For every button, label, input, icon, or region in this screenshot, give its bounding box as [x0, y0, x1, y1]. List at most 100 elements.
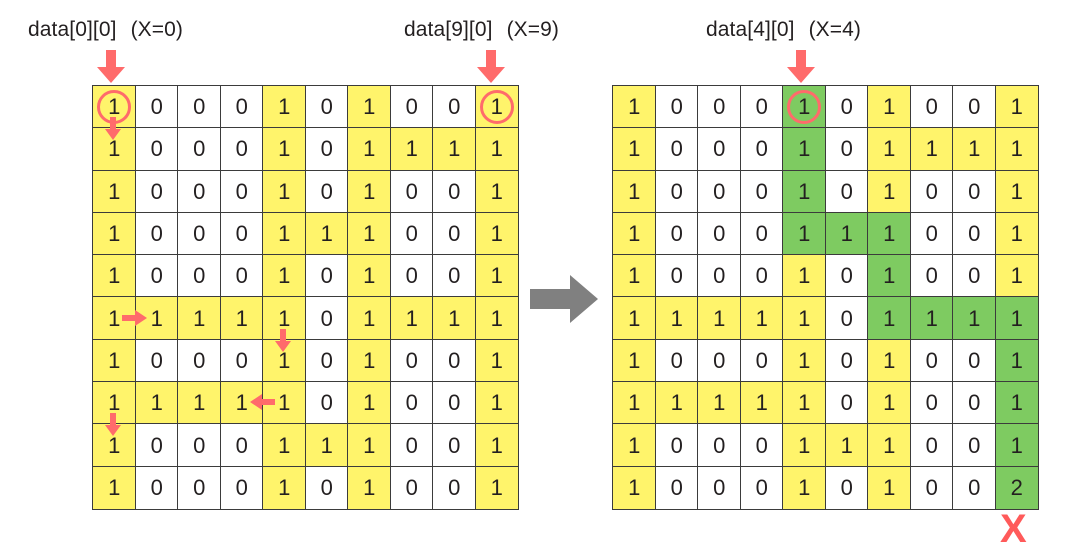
grid-cell[interactable]: 1	[994, 85, 1039, 129]
grid-cell[interactable]: 0	[219, 465, 264, 510]
grid-cell[interactable]: 1	[612, 212, 657, 256]
grid-cell[interactable]: 1	[867, 127, 912, 172]
grid-cell[interactable]: 0	[952, 339, 997, 383]
grid-cell[interactable]: 0	[432, 212, 477, 256]
grid-cell[interactable]: 1	[994, 296, 1039, 341]
grid-cell[interactable]: 1	[612, 339, 657, 383]
grid-cell[interactable]: 0	[697, 169, 742, 214]
grid-cell[interactable]: 0	[824, 254, 869, 299]
grid-cell[interactable]: 1	[262, 465, 307, 510]
grid-cell[interactable]: 0	[654, 339, 699, 383]
grid-cell[interactable]: 1	[347, 127, 392, 172]
grid-cell[interactable]: 1	[92, 339, 137, 383]
grid-cell[interactable]: 0	[739, 465, 784, 510]
grid-cell[interactable]: 1	[474, 254, 519, 299]
grid-cell[interactable]: 1	[92, 296, 137, 341]
grid-cell[interactable]: 0	[654, 127, 699, 172]
grid-cell[interactable]: 0	[304, 339, 349, 383]
grid-cell[interactable]: 0	[389, 465, 434, 510]
grid-cell[interactable]: 1	[347, 254, 392, 299]
grid-cell[interactable]: 1	[389, 127, 434, 172]
grid-cell[interactable]: 0	[952, 169, 997, 214]
grid-cell[interactable]: 1	[347, 296, 392, 341]
grid-cell[interactable]: 1	[739, 296, 784, 341]
grid-cell[interactable]: 0	[739, 212, 784, 256]
grid-cell[interactable]: 1	[134, 381, 179, 426]
grid-cell[interactable]: 1	[994, 169, 1039, 214]
grid-cell[interactable]: 0	[697, 465, 742, 510]
grid-cell[interactable]: 0	[824, 169, 869, 214]
grid-cell[interactable]: 1	[867, 381, 912, 426]
grid-cell[interactable]: 1	[304, 212, 349, 256]
grid-cell[interactable]: 1	[262, 339, 307, 383]
grid-cell[interactable]: 1	[782, 254, 827, 299]
grid-cell[interactable]: 0	[952, 465, 997, 510]
grid-cell[interactable]: 0	[824, 381, 869, 426]
grid-cell[interactable]: 1	[92, 169, 137, 214]
grid-cell[interactable]: 1	[347, 85, 392, 129]
grid-cell[interactable]: 1	[994, 212, 1039, 256]
grid-cell[interactable]: 1	[612, 465, 657, 510]
grid-cell[interactable]: 0	[654, 423, 699, 468]
grid-cell[interactable]: 0	[909, 423, 954, 468]
grid-cell[interactable]: 0	[824, 465, 869, 510]
grid-cell[interactable]: 1	[432, 296, 477, 341]
grid-cell[interactable]: 1	[782, 465, 827, 510]
grid-cell[interactable]: 1	[909, 296, 954, 341]
grid-cell[interactable]: 1	[92, 254, 137, 299]
grid-cell[interactable]: 1	[952, 296, 997, 341]
grid-cell[interactable]: 1	[654, 381, 699, 426]
grid-cell[interactable]: 1	[219, 381, 264, 426]
grid-cell[interactable]: 1	[612, 423, 657, 468]
grid-cell[interactable]: 0	[909, 381, 954, 426]
grid-cell[interactable]: 1	[612, 254, 657, 299]
grid-cell[interactable]: 1	[824, 423, 869, 468]
grid-cell[interactable]: 0	[389, 254, 434, 299]
grid-cell[interactable]: 0	[177, 127, 222, 172]
grid-cell[interactable]: 0	[952, 212, 997, 256]
grid-cell[interactable]: 1	[994, 127, 1039, 172]
grid-cell[interactable]: 1	[474, 127, 519, 172]
grid-cell[interactable]: 1	[994, 381, 1039, 426]
grid-cell[interactable]: 0	[304, 381, 349, 426]
grid-cell[interactable]: 1	[824, 212, 869, 256]
grid-cell[interactable]: 1	[474, 339, 519, 383]
grid-cell[interactable]: 0	[952, 381, 997, 426]
grid-cell[interactable]: 0	[824, 296, 869, 341]
grid-cell[interactable]: 0	[909, 212, 954, 256]
grid-cell[interactable]: 0	[134, 85, 179, 129]
grid-cell[interactable]: 0	[432, 381, 477, 426]
grid-cell[interactable]: 1	[92, 465, 137, 510]
grid-cell[interactable]: 1	[347, 423, 392, 468]
grid-cell[interactable]: 0	[697, 212, 742, 256]
grid-cell[interactable]: 1	[474, 381, 519, 426]
grid-cell[interactable]: 0	[654, 465, 699, 510]
grid-cell[interactable]: 1	[262, 127, 307, 172]
grid-cell[interactable]: 0	[134, 127, 179, 172]
grid-cell[interactable]: 1	[612, 127, 657, 172]
grid-cell[interactable]: 0	[697, 127, 742, 172]
grid-cell[interactable]: 0	[219, 212, 264, 256]
grid-cell[interactable]: 0	[909, 339, 954, 383]
grid-cell[interactable]: 1	[389, 296, 434, 341]
grid-cell[interactable]: 0	[432, 85, 477, 129]
grid-cell[interactable]: 1	[867, 169, 912, 214]
grid-cell[interactable]: 1	[304, 423, 349, 468]
grid-cell[interactable]: 1	[134, 296, 179, 341]
grid-cell[interactable]: 1	[92, 423, 137, 468]
grid-cell[interactable]: 0	[134, 212, 179, 256]
grid-cell[interactable]: 1	[474, 423, 519, 468]
grid-cell[interactable]: 1	[474, 212, 519, 256]
grid-cell[interactable]: 1	[219, 296, 264, 341]
grid-cell[interactable]: 0	[739, 423, 784, 468]
grid-cell[interactable]: 1	[347, 169, 392, 214]
grid-cell[interactable]: 0	[304, 254, 349, 299]
grid-cell[interactable]: 0	[739, 85, 784, 129]
grid-cell[interactable]: 1	[262, 423, 307, 468]
grid-cell[interactable]: 1	[867, 339, 912, 383]
grid-cell[interactable]: 1	[697, 381, 742, 426]
grid-cell[interactable]: 1	[994, 339, 1039, 383]
grid-cell[interactable]: 1	[92, 127, 137, 172]
